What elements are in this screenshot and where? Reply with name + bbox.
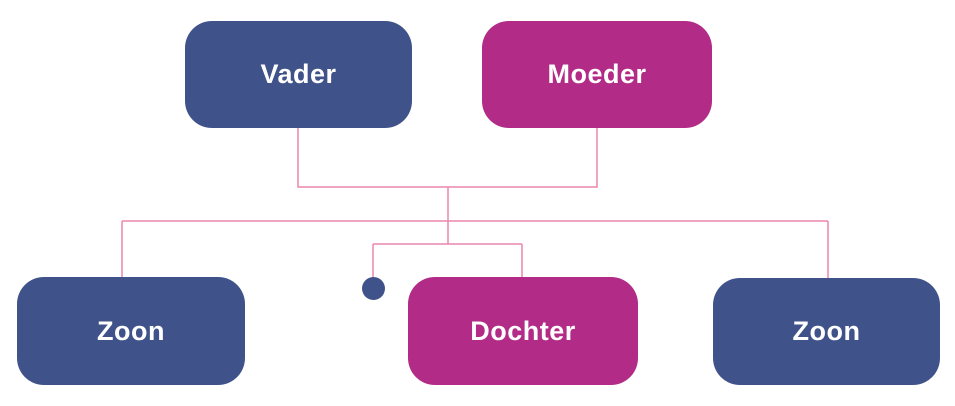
node-dochter[interactable]: Dochter <box>408 277 638 385</box>
connector-parents-marriage-line <box>297 128 598 188</box>
node-dochter-label: Dochter <box>470 315 576 346</box>
node-vader[interactable]: Vader <box>185 21 412 128</box>
node-vader-label: Vader <box>260 59 337 89</box>
node-zoon-left-label: Zoon <box>97 315 165 346</box>
node-moeder-label: Moeder <box>547 59 647 89</box>
node-moeder[interactable]: Moeder <box>482 21 712 128</box>
node-zoon-right-label: Zoon <box>792 316 861 346</box>
node-zoon-right[interactable]: Zoon <box>713 278 940 385</box>
collapsed-node-dot[interactable] <box>362 277 385 300</box>
node-zoon-left[interactable]: Zoon <box>17 277 245 385</box>
